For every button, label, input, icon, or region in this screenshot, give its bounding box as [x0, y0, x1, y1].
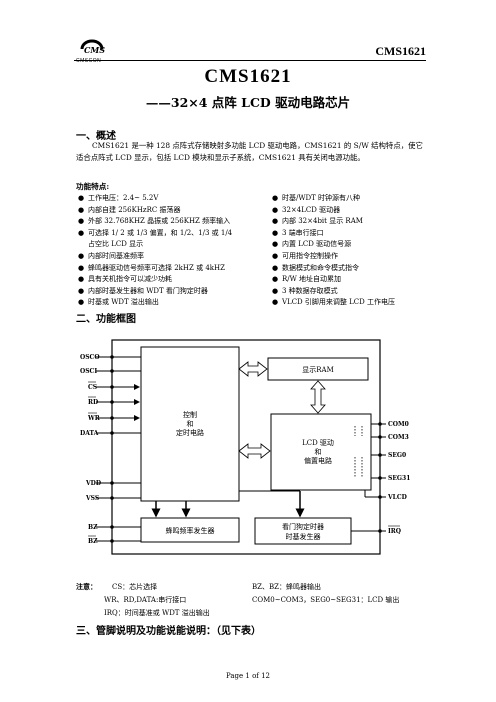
pin-data: DATA: [80, 430, 99, 437]
lcd-label-2: 和: [315, 447, 322, 456]
pin-wr: WR: [87, 415, 101, 422]
note-line: BZ、BZ：蜂鸣器输出: [252, 583, 322, 591]
company-logo-icon: CMS: [80, 39, 105, 55]
svg-text:CMS: CMS: [84, 45, 105, 55]
pin-cs: CS: [88, 384, 97, 391]
chip-outline: [111, 339, 381, 555]
pin-bz: BZ: [88, 524, 98, 531]
feature-item: ●蜂鸣器驱动信号频率可选择 2kHZ 或 4kHZ: [78, 263, 226, 272]
lcd-driver-block: [270, 413, 372, 491]
pin-bz-bar: BZ: [88, 538, 98, 545]
logo-text: CMSCON: [76, 58, 102, 64]
header-rule: [74, 60, 426, 61]
feature-item: ●内部时间基准频率: [78, 251, 144, 260]
note-line: CS：芯片选择: [112, 583, 158, 591]
pin-vss: VSS: [85, 495, 99, 502]
feature-item: ●内部 32×4bit 显示 RAM: [272, 217, 363, 226]
feature-item: ●R/W 地址自动累加: [272, 275, 342, 284]
pin-seg0: SEG0: [388, 452, 406, 459]
header-doc-code: CMS1621: [375, 44, 426, 58]
bus-arrow-ram-lcd: [310, 380, 326, 414]
bus-arrow-control-ram: [238, 361, 268, 377]
pin-seg31: SEG31: [388, 475, 410, 482]
note-line: COM0~COM3，SEG0~SEG31：LCD 输出: [252, 596, 400, 604]
feature-item: ●外部 32.768KHZ 晶振或 256KHZ 频率输入: [78, 217, 231, 226]
feature-item-continued: 占空比 LCD 显示: [88, 240, 144, 249]
bus-arrow-control-lcd: [238, 443, 271, 459]
lcd-label-1: LCD 驱动: [302, 438, 334, 447]
feature-item: ●内置 LCD 驱动信号源: [272, 240, 352, 249]
features-right-list: ●时基/WDT 时钟源有八种 ●32×4LCD 驱动器 ●内部 32×4bit …: [272, 193, 395, 309]
section1-heading: 一、概述: [76, 131, 116, 142]
feature-item: ●数据模式和命令模式指令: [272, 263, 359, 272]
feature-item: ●32×4LCD 驱动器: [272, 205, 341, 214]
pin-vdd: VDD: [85, 480, 101, 487]
display-ram-block: [267, 357, 369, 381]
feature-item: ●内部自建 256KHzRC 振荡器: [78, 205, 181, 214]
feature-item: ●VLCD 引脚用来调整 LCD 工作电压: [272, 298, 395, 307]
document-subtitle: ——32×4 点阵 LCD 驱动电路芯片: [145, 95, 351, 110]
pin-irq: IRQ: [388, 528, 401, 535]
section2-heading: 二、功能框图: [76, 314, 136, 325]
pin-osci: OSCI: [80, 368, 97, 375]
control-label-3: 定时电路: [176, 428, 204, 437]
section3-heading: 三、管脚说明及功能说能说明：（见下表）: [76, 626, 261, 637]
pin-com3: COM3: [388, 434, 409, 441]
control-label-2: 和: [187, 419, 194, 428]
feature-item: ●时基或 WDT 溢出输出: [78, 298, 159, 307]
wdt-label-1: 看门狗定时器: [282, 522, 324, 531]
control-label-1: 控制: [183, 410, 197, 419]
feature-item: ●具有关机指令可以减少功耗: [78, 275, 172, 284]
overview-paragraph: CMS1621 是一种 128 点阵式存储映射多功能 LCD 驱动电路，CMS1…: [76, 141, 423, 163]
note-line: IRQ：时间基准或 WDT 溢出输出: [104, 609, 210, 617]
wdt-label-2: 时基发生器: [286, 532, 321, 541]
buzzer-label: 蜂鸣频率发生器: [166, 526, 215, 535]
note-line: WR、RD,DATA:串行接口: [104, 596, 187, 604]
lcd-label-3: 偏置电路: [304, 456, 332, 465]
buzzer-block: [140, 517, 240, 543]
feature-item: ●3 种数据存取模式: [272, 286, 338, 295]
feature-item: ●内部时基发生器和 WDT 看门狗定时器: [78, 286, 208, 295]
feature-item: ●3 端串行接口: [272, 228, 324, 237]
pin-vlcd: VLCD: [387, 494, 407, 501]
feature-item: ●工作电压：2.4~ 5.2V: [78, 194, 159, 202]
features-left-list: ●工作电压：2.4~ 5.2V ●内部自建 256KHzRC 振荡器 ●外部 3…: [78, 193, 232, 309]
pin-rd: RD: [88, 399, 98, 406]
ram-label: 显示RAM: [302, 366, 334, 374]
notes-label: 注意：: [76, 582, 97, 591]
control-timing-block: [140, 346, 240, 502]
document-title: CMS1621: [204, 66, 292, 87]
pin-osco: OSCO: [80, 354, 100, 361]
features-heading: 功能特点:: [76, 182, 110, 191]
feature-item: ●时基/WDT 时钟源有八种: [272, 194, 361, 202]
page-footer: Page 1 of 12: [225, 672, 271, 680]
feature-item: ●可选择 1/ 2 或 1/3 偏置，和 1/2、1/3 或 1/4: [78, 228, 233, 237]
pin-com0: COM0: [388, 421, 409, 428]
feature-item: ●可用指令控制操作: [272, 251, 338, 260]
